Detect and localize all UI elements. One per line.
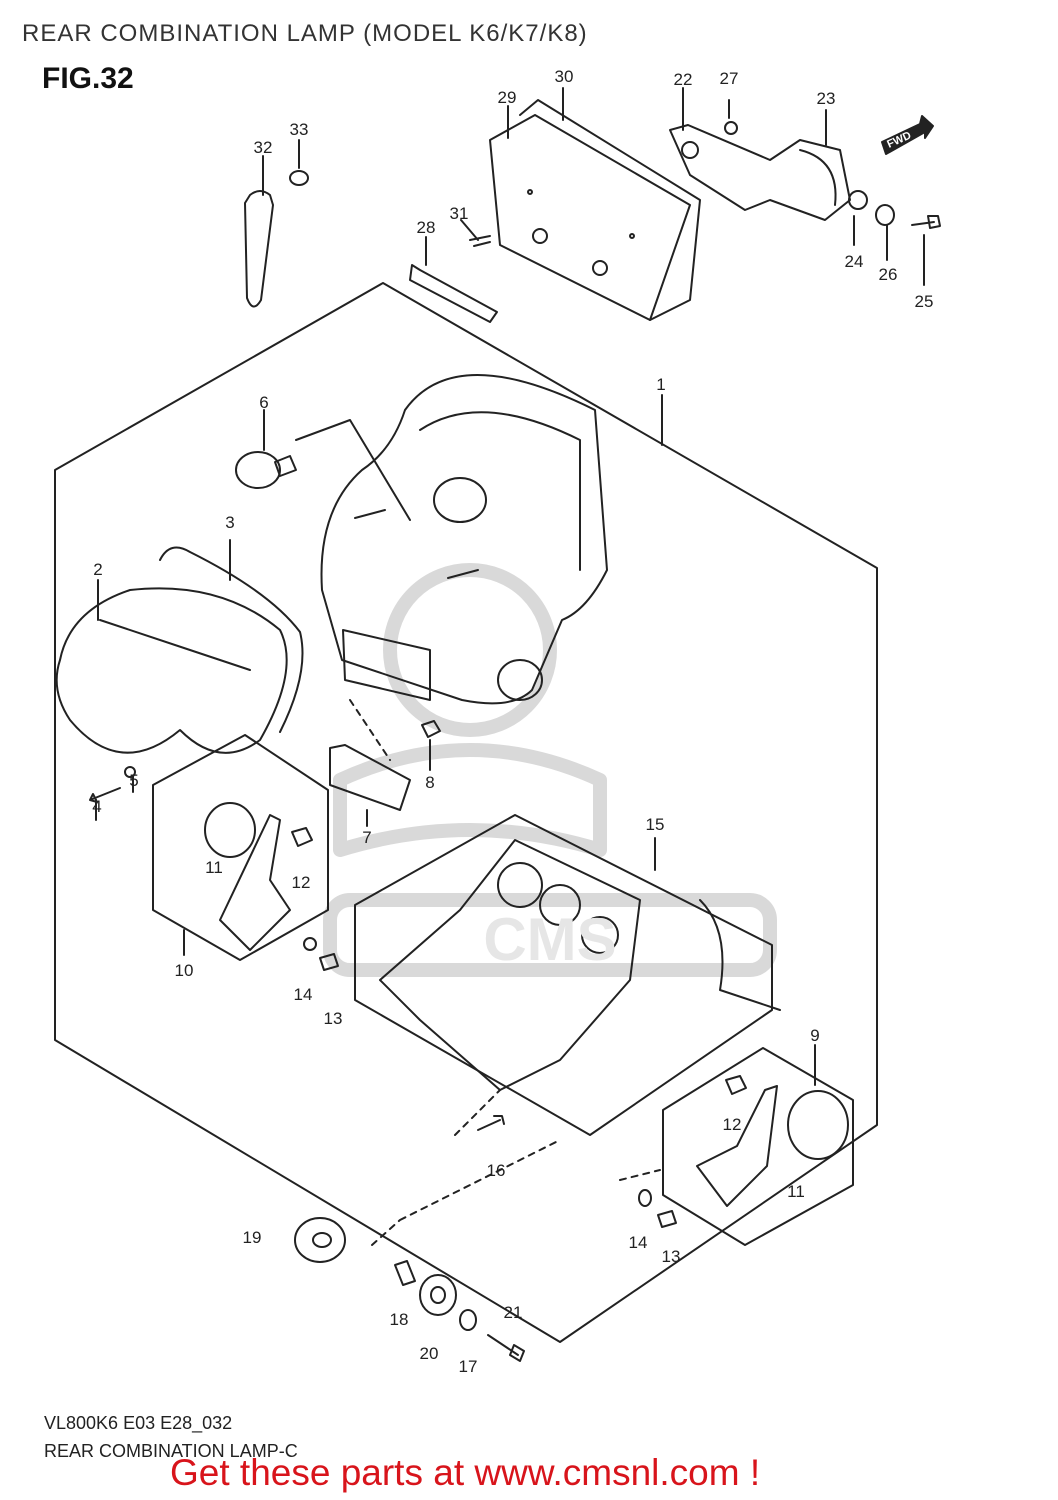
callout-8: 8 <box>425 773 434 792</box>
watermark-text: CMS <box>483 906 616 973</box>
callout-23: 23 <box>817 89 836 108</box>
nut-12-right <box>725 1075 747 1095</box>
assembly-boundary <box>54 282 878 1343</box>
callout-20: 20 <box>420 1344 439 1363</box>
washer-17 <box>459 1309 477 1331</box>
callout-6: 6 <box>259 393 268 412</box>
license-light <box>669 124 851 221</box>
callout-13-left: 13 <box>324 1009 343 1028</box>
gasket-3 <box>159 546 304 733</box>
diagram-title: REAR COMBINATION LAMP (MODEL K6/K7/K8) <box>22 20 588 47</box>
callout-25: 25 <box>915 292 934 311</box>
callout-18: 18 <box>390 1310 409 1329</box>
callout-27: 27 <box>720 69 739 88</box>
collar-18 <box>394 1260 416 1286</box>
signal-stay-right <box>696 1085 778 1207</box>
bracket-15 <box>379 839 641 1091</box>
nut-12-left <box>291 827 313 847</box>
callout-15: 15 <box>646 815 665 834</box>
callout-31: 31 <box>450 204 469 223</box>
bolt-13-right <box>657 1210 677 1228</box>
bolt-13-left <box>319 953 339 971</box>
fwd-arrow-icon <box>881 115 934 155</box>
callout-21: 21 <box>504 1303 523 1322</box>
bulb-leader <box>295 419 411 521</box>
callout-14-left: 14 <box>294 985 313 1004</box>
grommet-20 <box>419 1274 457 1316</box>
nut-27 <box>724 121 738 135</box>
callout-29: 29 <box>498 88 517 107</box>
grommet-19 <box>294 1217 346 1263</box>
callout-16: 16 <box>487 1161 506 1180</box>
lens-2 <box>55 587 288 754</box>
callout-14-right: 14 <box>629 1233 648 1252</box>
diagram-subtitle: REAR COMBINATION LAMP-C <box>44 1441 298 1461</box>
callout-11-right: 11 <box>787 1182 805 1201</box>
signal-lens-right <box>787 1090 849 1160</box>
bolt-21 <box>487 1334 525 1362</box>
callout-28: 28 <box>417 218 436 237</box>
lamp-housing <box>320 374 608 705</box>
callout-2: 2 <box>93 560 102 579</box>
screw-25 <box>911 215 941 229</box>
diagram-code: VL800K6 E03 E28_032 <box>44 1413 233 1433</box>
callout-30: 30 <box>555 67 574 86</box>
screw-16 <box>477 1115 505 1131</box>
signal-group-left <box>152 734 329 961</box>
reflector-strip <box>409 264 498 323</box>
figure-label: FIG.32 <box>42 62 134 95</box>
washer-33 <box>289 170 309 186</box>
dashed-leaders <box>349 699 661 1246</box>
license-plate-bracket <box>489 99 701 321</box>
washer-5 <box>124 766 136 778</box>
bracket-group-15 <box>354 814 773 1136</box>
signal-stay-left <box>219 814 291 951</box>
leader-lines <box>95 87 925 1086</box>
callout-1: 1 <box>656 375 665 394</box>
signal-group-right <box>662 1047 854 1246</box>
washer-24 <box>848 190 868 210</box>
shop-link[interactable]: Get these parts at www.cmsnl.com ! <box>170 1452 761 1493</box>
washer-26 <box>875 204 895 226</box>
reflector-7 <box>329 744 411 811</box>
callout-19: 19 <box>243 1228 262 1247</box>
callout-11-left: 11 <box>205 858 223 877</box>
washer-14-left <box>303 937 317 951</box>
bulb-6 <box>235 451 297 489</box>
callout-24: 24 <box>845 252 864 271</box>
screw-31 <box>469 235 491 247</box>
callout-9: 9 <box>810 1026 819 1045</box>
screw-4 <box>89 787 121 803</box>
callout-5: 5 <box>129 771 138 790</box>
callout-10: 10 <box>175 961 194 980</box>
callout-32: 32 <box>254 138 273 157</box>
callout-12-left: 12 <box>292 873 311 892</box>
signal-lens-left <box>204 802 256 858</box>
callout-3: 3 <box>225 513 234 532</box>
callout-13-right: 13 <box>662 1247 681 1266</box>
nut-8 <box>421 720 441 738</box>
callout-4: 4 <box>92 797 101 816</box>
washer-14-right <box>638 1189 652 1207</box>
callout-22: 22 <box>674 70 693 89</box>
callout-33: 33 <box>290 120 309 139</box>
callout-17: 17 <box>459 1357 478 1376</box>
callout-7: 7 <box>362 828 371 847</box>
stay-32 <box>244 190 274 308</box>
callout-26: 26 <box>879 265 898 284</box>
callout-12-right: 12 <box>723 1115 742 1134</box>
